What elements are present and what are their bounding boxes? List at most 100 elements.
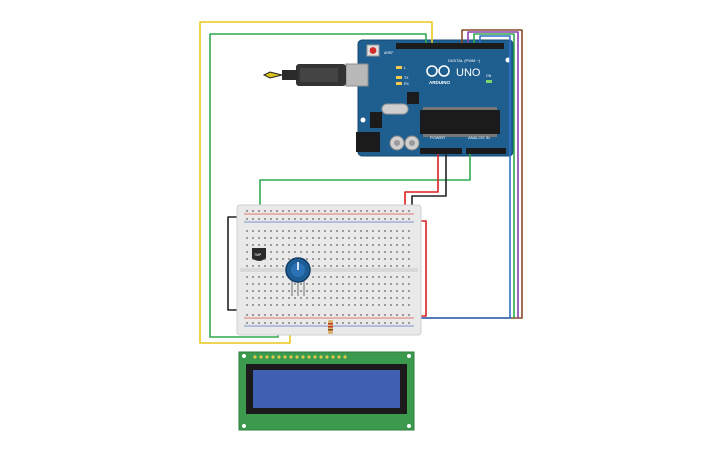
breadboard-hole[interactable] bbox=[342, 258, 344, 260]
breadboard-hole[interactable] bbox=[384, 276, 386, 278]
wire-purple[interactable] bbox=[467, 31, 519, 318]
breadboard-hole[interactable] bbox=[378, 283, 380, 285]
breadboard-hole[interactable] bbox=[324, 276, 326, 278]
breadboard-hole[interactable] bbox=[294, 251, 296, 253]
breadboard-hole[interactable] bbox=[378, 322, 380, 324]
breadboard-hole[interactable] bbox=[324, 322, 326, 324]
breadboard-hole[interactable] bbox=[390, 237, 392, 239]
breadboard-hole[interactable] bbox=[276, 304, 278, 306]
breadboard-hole[interactable] bbox=[408, 283, 410, 285]
breadboard-hole[interactable] bbox=[402, 297, 404, 299]
breadboard-hole[interactable] bbox=[312, 304, 314, 306]
breadboard-hole[interactable] bbox=[366, 290, 368, 292]
breadboard-hole[interactable] bbox=[354, 314, 356, 316]
breadboard-hole[interactable] bbox=[312, 244, 314, 246]
breadboard-hole[interactable] bbox=[294, 297, 296, 299]
breadboard-hole[interactable] bbox=[282, 237, 284, 239]
breadboard-hole[interactable] bbox=[360, 258, 362, 260]
breadboard-hole[interactable] bbox=[396, 244, 398, 246]
breadboard-hole[interactable] bbox=[252, 258, 254, 260]
breadboard-hole[interactable] bbox=[324, 251, 326, 253]
breadboard-hole[interactable] bbox=[408, 218, 410, 220]
breadboard-hole[interactable] bbox=[366, 297, 368, 299]
breadboard-hole[interactable] bbox=[354, 276, 356, 278]
breadboard-hole[interactable] bbox=[360, 276, 362, 278]
breadboard-hole[interactable] bbox=[282, 258, 284, 260]
lcd-pin[interactable] bbox=[319, 355, 323, 359]
breadboard-hole[interactable] bbox=[282, 290, 284, 292]
breadboard-hole[interactable] bbox=[276, 283, 278, 285]
breadboard-hole[interactable] bbox=[378, 297, 380, 299]
breadboard-hole[interactable] bbox=[246, 314, 248, 316]
breadboard-hole[interactable] bbox=[342, 237, 344, 239]
lcd-pin[interactable] bbox=[295, 355, 299, 359]
breadboard-hole[interactable] bbox=[390, 297, 392, 299]
breadboard-hole[interactable] bbox=[300, 210, 302, 212]
breadboard-hole[interactable] bbox=[258, 304, 260, 306]
breadboard-hole[interactable] bbox=[372, 265, 374, 267]
breadboard-hole[interactable] bbox=[288, 251, 290, 253]
lcd-pin[interactable] bbox=[289, 355, 293, 359]
breadboard-hole[interactable] bbox=[354, 230, 356, 232]
breadboard-hole[interactable] bbox=[246, 297, 248, 299]
breadboard-hole[interactable] bbox=[360, 297, 362, 299]
breadboard-hole[interactable] bbox=[312, 237, 314, 239]
breadboard-hole[interactable] bbox=[270, 290, 272, 292]
breadboard-hole[interactable] bbox=[312, 276, 314, 278]
breadboard-hole[interactable] bbox=[312, 218, 314, 220]
wire-yellow[interactable] bbox=[199, 21, 433, 344]
breadboard-hole[interactable] bbox=[336, 276, 338, 278]
breadboard-hole[interactable] bbox=[408, 244, 410, 246]
breadboard-hole[interactable] bbox=[276, 218, 278, 220]
breadboard-hole[interactable] bbox=[300, 304, 302, 306]
breadboard-hole[interactable] bbox=[384, 283, 386, 285]
breadboard-hole[interactable] bbox=[336, 290, 338, 292]
breadboard-hole[interactable] bbox=[318, 322, 320, 324]
breadboard-hole[interactable] bbox=[252, 265, 254, 267]
breadboard-hole[interactable] bbox=[384, 297, 386, 299]
breadboard-hole[interactable] bbox=[372, 322, 374, 324]
breadboard-hole[interactable] bbox=[402, 283, 404, 285]
breadboard-hole[interactable] bbox=[318, 297, 320, 299]
breadboard-hole[interactable] bbox=[282, 297, 284, 299]
breadboard-hole[interactable] bbox=[246, 283, 248, 285]
breadboard-hole[interactable] bbox=[294, 290, 296, 292]
breadboard-hole[interactable] bbox=[408, 251, 410, 253]
breadboard-hole[interactable] bbox=[396, 210, 398, 212]
breadboard-hole[interactable] bbox=[264, 258, 266, 260]
breadboard-hole[interactable] bbox=[390, 210, 392, 212]
breadboard-hole[interactable] bbox=[264, 230, 266, 232]
breadboard-hole[interactable] bbox=[252, 218, 254, 220]
breadboard-hole[interactable] bbox=[258, 237, 260, 239]
breadboard-hole[interactable] bbox=[396, 314, 398, 316]
breadboard-hole[interactable] bbox=[336, 283, 338, 285]
breadboard-hole[interactable] bbox=[354, 237, 356, 239]
breadboard-hole[interactable] bbox=[396, 276, 398, 278]
breadboard-hole[interactable] bbox=[252, 322, 254, 324]
breadboard-hole[interactable] bbox=[264, 304, 266, 306]
breadboard-hole[interactable] bbox=[372, 304, 374, 306]
breadboard-hole[interactable] bbox=[330, 265, 332, 267]
breadboard-hole[interactable] bbox=[342, 314, 344, 316]
breadboard-hole[interactable] bbox=[354, 258, 356, 260]
breadboard-hole[interactable] bbox=[348, 297, 350, 299]
breadboard-hole[interactable] bbox=[318, 244, 320, 246]
breadboard-hole[interactable] bbox=[396, 283, 398, 285]
breadboard-hole[interactable] bbox=[348, 265, 350, 267]
breadboard-hole[interactable] bbox=[384, 210, 386, 212]
breadboard-hole[interactable] bbox=[354, 210, 356, 212]
resistor[interactable] bbox=[328, 320, 333, 334]
breadboard-hole[interactable] bbox=[276, 322, 278, 324]
breadboard-hole[interactable] bbox=[288, 314, 290, 316]
breadboard-hole[interactable] bbox=[252, 314, 254, 316]
breadboard-hole[interactable] bbox=[294, 230, 296, 232]
breadboard-hole[interactable] bbox=[384, 237, 386, 239]
wire-red-5v[interactable] bbox=[404, 154, 439, 210]
lcd-pin[interactable] bbox=[259, 355, 263, 359]
wires[interactable] bbox=[199, 21, 523, 344]
lcd-pin[interactable] bbox=[307, 355, 311, 359]
breadboard-hole[interactable] bbox=[390, 265, 392, 267]
breadboard-hole[interactable] bbox=[366, 265, 368, 267]
breadboard-hole[interactable] bbox=[378, 210, 380, 212]
